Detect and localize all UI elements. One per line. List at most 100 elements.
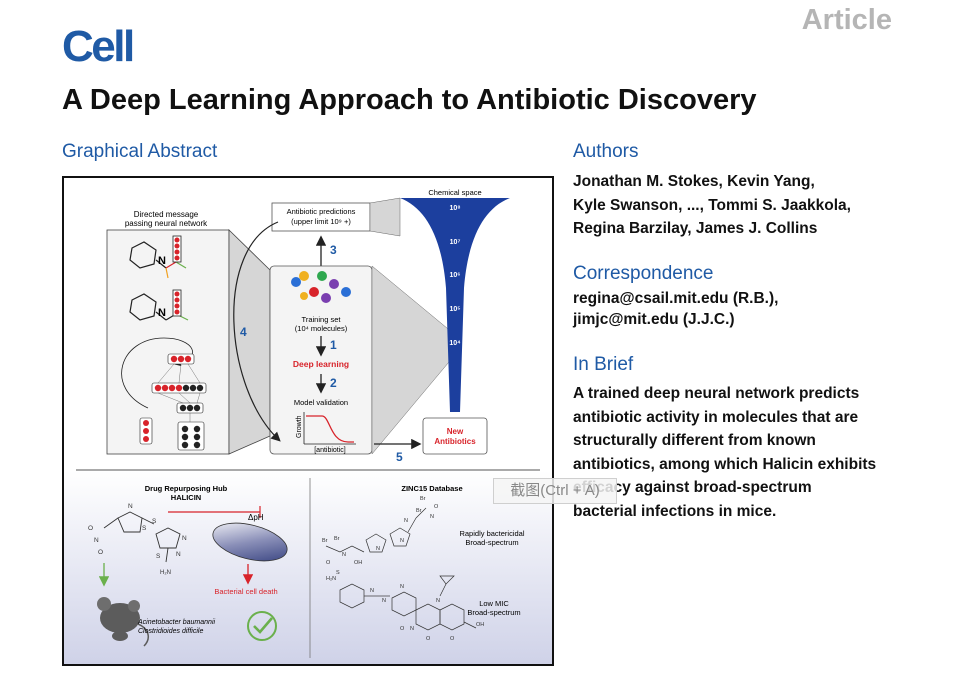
svg-text:10⁷: 10⁷ [450,239,461,246]
svg-text:H₂N: H₂N [160,570,171,576]
chemical-space-funnel [400,198,510,412]
svg-text:Broad-spectrum: Broad-spectrum [467,608,520,617]
svg-text:Br: Br [322,538,328,544]
svg-text:O: O [450,636,455,642]
email-link-1[interactable]: regina@csail.mit.edu (R.B.), [573,290,779,307]
svg-text:(upper limit 10⁹ +): (upper limit 10⁹ +) [291,217,351,226]
svg-text:New: New [447,427,464,436]
svg-text:N: N [404,518,408,524]
svg-text:N: N [410,626,414,632]
svg-text:(10⁴ molecules): (10⁴ molecules) [295,324,348,333]
deep-learning-label: Deep learning [293,359,349,369]
svg-text:Model validation: Model validation [294,398,348,407]
svg-text:10⁶: 10⁶ [449,272,460,279]
svg-text:4: 4 [240,325,247,339]
svg-text:N: N [342,552,346,558]
svg-text:Br: Br [420,496,426,502]
mpnn-panel [106,229,230,455]
new-antibiotics-box [422,417,488,455]
mpnn-label: Directed message [134,210,199,219]
svg-text:Br: Br [334,536,340,542]
svg-text:N: N [400,584,404,590]
svg-text:O: O [400,626,405,632]
svg-text:O: O [98,549,103,556]
svg-text:S: S [336,570,340,576]
svg-text:10⁸: 10⁸ [449,205,460,212]
in-brief-heading: In Brief [573,354,634,375]
discovery-panel [64,471,552,664]
neuron-stack-1 [172,235,182,263]
svg-text:2: 2 [330,376,337,390]
svg-text:O: O [326,560,331,566]
svg-text:1: 1 [330,338,337,352]
svg-text:S: S [142,525,147,532]
authors-heading: Authors [573,141,639,162]
correspondence-emails: regina@csail.mit.edu (R.B.), jimjc@mit.e… [573,288,778,330]
svg-text:Bacterial cell death: Bacterial cell death [214,587,277,596]
in-brief-text: A trained deep neural network predicts a… [573,385,877,520]
mouse-icon [97,597,149,647]
svg-text:N: N [182,535,187,542]
svg-text:H₂N: H₂N [326,576,336,582]
correspondence-heading: Correspondence [573,263,714,284]
svg-text:Clostridioides difficile: Clostridioides difficile [138,628,203,635]
svg-text:5: 5 [396,450,403,464]
svg-text:O: O [426,636,431,642]
chemical-space-label: Chemical space [428,188,481,197]
svg-text:Rapidly bactericidal: Rapidly bactericidal [459,529,524,538]
checkmark-icon [247,611,277,641]
svg-text:Growth: Growth [296,415,303,438]
svg-text:O: O [88,525,93,532]
svg-text:S: S [156,553,161,560]
svg-text:Drug Repurposing Hub: Drug Repurposing Hub [145,484,228,493]
svg-text:[antibiotic]: [antibiotic] [314,447,346,454]
svg-text:N: N [94,537,99,544]
bacterium-icon [212,522,288,562]
svg-text:OH: OH [476,622,484,628]
svg-text:Acinetobacter baumannii: Acinetobacter baumannii [137,619,215,626]
svg-text:N: N [376,546,380,552]
svg-text:ZINC15 Database: ZINC15 Database [401,484,462,493]
email-link-2[interactable]: jimjc@mit.edu (J.J.C.) [573,311,735,328]
svg-text:N: N [430,514,434,520]
article-type-label: Article [801,4,892,36]
zinc-structure-2 [339,575,477,631]
screenshot-tooltip[interactable]: 截图(Ctrl + A) [493,478,617,504]
growth-curve-icon [303,412,356,445]
svg-text:Low MIC: Low MIC [479,599,509,608]
svg-text:Antibiotic predictions: Antibiotic predictions [287,207,356,216]
svg-text:N: N [128,503,133,510]
svg-text:Br: Br [416,508,422,514]
svg-text:N: N [158,307,166,319]
svg-text:OH: OH [354,560,362,566]
predictions-projection [369,197,401,237]
svg-text:Antibiotics: Antibiotics [434,437,476,446]
graphical-abstract-figure: Directed message passing neural network … [62,176,554,666]
predictions-box [271,202,371,232]
svg-text:N: N [158,255,166,267]
svg-text:3: 3 [330,243,337,257]
molecules-cluster-icon [291,271,351,303]
molecule-icon-1 [129,241,187,279]
zinc-structure-1 [325,507,427,553]
svg-text:N: N [400,538,404,544]
neuron-stack-2 [172,289,182,317]
svg-text:S: S [152,518,157,525]
journal-logo: Cell [62,22,135,71]
svg-text:O: O [434,504,439,510]
mpnn-label-2: passing neural network [125,219,208,228]
svg-text:10⁵: 10⁵ [449,306,460,313]
svg-text:HALICIN: HALICIN [171,493,201,502]
svg-text:N: N [370,588,374,594]
svg-text:Training set: Training set [302,315,342,324]
svg-text:N: N [176,551,181,558]
svg-text:ΔpH: ΔpH [248,513,264,522]
article-title: A Deep Learning Approach to Antibiotic D… [62,84,757,116]
svg-text:Broad-spectrum: Broad-spectrum [465,538,518,547]
halicin-structure [103,511,181,563]
authors-list: Jonathan M. Stokes, Kevin Yang, Kyle Swa… [573,173,851,237]
graphical-abstract-heading: Graphical Abstract [62,141,218,162]
neural-network-icon [121,337,207,451]
svg-text:10⁴: 10⁴ [449,340,461,347]
svg-text:N: N [436,598,440,604]
